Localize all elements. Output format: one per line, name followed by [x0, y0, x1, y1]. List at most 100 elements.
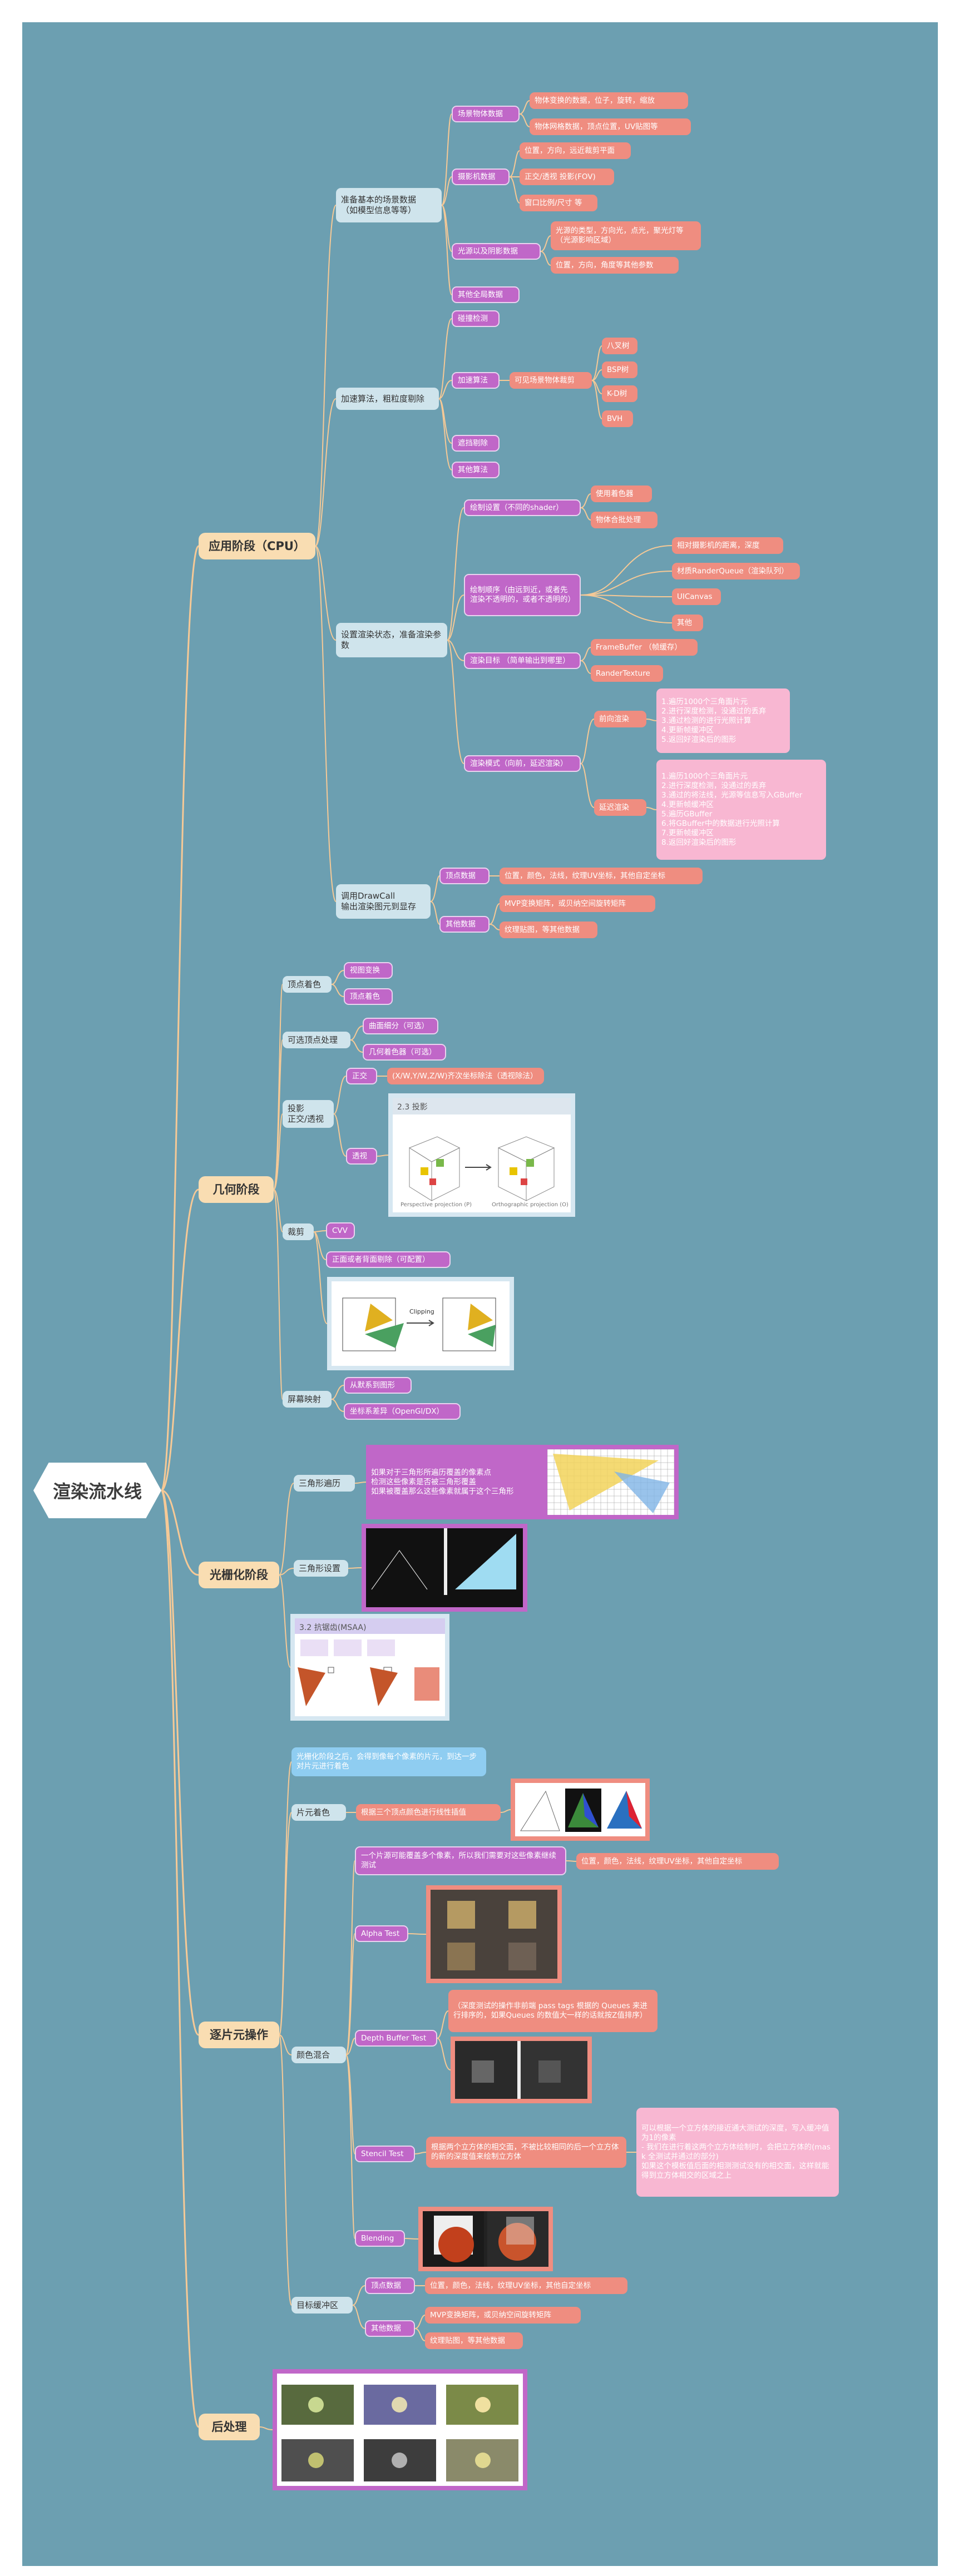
node-vertex-shading[interactable]: 顶点着色	[283, 976, 332, 993]
node-visible-culling[interactable]: 可见场景物体裁剪	[510, 372, 592, 389]
node-bsp-tree[interactable]: BSP树	[602, 361, 637, 378]
node-color-interp[interactable]: 根据三个顶点颜色进行线性插值	[356, 1804, 501, 1821]
node-other-global-data[interactable]: 其他全局数据	[452, 286, 520, 303]
node-bvh[interactable]: BVH	[602, 410, 633, 427]
node-screen-mapping[interactable]: 屏幕映射	[283, 1391, 332, 1408]
node-clipping[interactable]: 裁剪	[283, 1223, 314, 1240]
connector-node-application-stage-to-node-drawcall	[315, 546, 337, 902]
clipping-title: Clipping	[409, 1308, 434, 1315]
node-forward-steps[interactable]: 1.遍历1000个三角面片元 2.进行深度检测，没通过的丢弃 3.通过检测的进行…	[656, 688, 790, 753]
node-projection[interactable]: 投影 正交/透视	[283, 1100, 334, 1128]
node-occlusion-culling[interactable]: 遮挡剔除	[452, 435, 500, 452]
node-render-mode[interactable]: 渲染模式（向前，延迟渲染）	[464, 755, 581, 772]
node-fb-texture-data[interactable]: 纹理贴图，等其他数据	[425, 2332, 523, 2349]
connector-node-raster-stage-to-image-msaa	[279, 1574, 291, 1668]
node-camera-data[interactable]: 摄影机数据	[452, 169, 510, 185]
node-color-blending[interactable]: 颜色混合	[291, 2047, 346, 2063]
node-geometry-stage[interactable]: 几何阶段	[199, 1176, 274, 1203]
node-tessellation[interactable]: 曲面细分（可选）	[363, 1018, 438, 1034]
node-texture-data[interactable]: 纹理贴图，等其他数据	[500, 922, 597, 938]
node-camera-position[interactable]: 位置，方向，远近裁剪平面	[520, 142, 631, 159]
node-blending[interactable]: Blending	[355, 2230, 405, 2247]
node-uicanvas[interactable]: UICanvas	[672, 588, 721, 605]
connector-node-render-mode-to-node-deferred-rendering	[580, 763, 595, 808]
node-other-algo[interactable]: 其他算法	[452, 462, 500, 478]
node-cvv[interactable]: CVV	[326, 1222, 355, 1239]
node-optional-vertex[interactable]: 可选顶点处理	[283, 1032, 350, 1048]
node-collision[interactable]: 碰撞检测	[452, 310, 500, 327]
node-triangle-setup[interactable]: 三角形设置	[294, 1560, 348, 1577]
connector-node-render-target-to-node-rendertexture	[580, 660, 591, 674]
node-raster-stage[interactable]: 光栅化阶段	[199, 1562, 279, 1588]
node-application-stage[interactable]: 应用阶段（CPU）	[199, 533, 315, 559]
node-pixel-test[interactable]: 一个片源可能覆盖多个像素，所以我们需要对这些像素继续测试	[355, 1846, 566, 1875]
node-octree[interactable]: 八叉树	[602, 338, 637, 354]
connector-node-render-state-to-node-draw-settings	[447, 507, 464, 641]
node-fb-other-data[interactable]: 其他数据	[365, 2320, 415, 2337]
node-perspective[interactable]: 透视	[346, 1148, 377, 1165]
node-rendertexture[interactable]: RanderTexture	[591, 665, 663, 682]
node-stencil-desc[interactable]: 根据两个立方体的相交面，不被比较相同的后一个立方体的新的深度值来绘制立方体	[426, 2137, 626, 2168]
image-clipping: Clipping	[327, 1277, 514, 1370]
node-forward-rendering[interactable]: 前向渲染	[594, 711, 646, 727]
node-vertex-attributes[interactable]: 位置，颜色，法线，纹理UV坐标，其他自定坐标	[500, 868, 703, 884]
node-framebuffer[interactable]: FrameBuffer （帧缓存）	[591, 639, 698, 656]
node-other-data[interactable]: 其他数据	[439, 916, 490, 933]
node-draw-order[interactable]: 绘制顺序（由远到近，或者先渲染不透明的，或者不透明的）	[464, 574, 581, 616]
node-draw-settings[interactable]: 绘制设置（不同的shader）	[464, 499, 581, 516]
node-kd-tree[interactable]: K-D树	[602, 385, 637, 402]
node-vertex-data[interactable]: 顶点数据	[439, 868, 490, 884]
node-face-culling[interactable]: 正面或者背面剔除（可配置）	[326, 1251, 451, 1268]
node-order-other[interactable]: 其他	[672, 615, 703, 631]
node-light-params[interactable]: 位置，方向，角度等其他参数	[551, 257, 679, 274]
node-stencil-test[interactable]: Stencil Test	[355, 2146, 415, 2162]
node-deferred-rendering[interactable]: 延迟渲染	[594, 799, 646, 816]
node-coord-diff[interactable]: 坐标系差异（OpenGl/DX）	[344, 1403, 461, 1420]
node-orthographic[interactable]: 正交	[346, 1068, 377, 1084]
node-render-target[interactable]: 渲染目标 （简单输出到哪里）	[464, 652, 581, 669]
node-object-transform[interactable]: 物体变换的数据，位子，旋转，缩放	[530, 92, 688, 109]
node-stencil-detail[interactable]: 可以根据一个立方体的接近通大测试的深度，写入缓冲值为1的像素 - 我们在进行着这…	[636, 2108, 839, 2197]
node-light-shadow[interactable]: 光源以及阴影数据	[452, 243, 541, 260]
node-deferred-steps[interactable]: 1.遍历1000个三角面片元 2.进行深度检测，没通过的丢弃 3.通过的将法线，…	[656, 760, 826, 860]
node-geometry-shader[interactable]: 几何着色器（可选）	[363, 1044, 446, 1061]
node-acceleration[interactable]: 加速算法，粗粒度剔除	[336, 388, 439, 410]
node-traversal-desc[interactable]: 如果对于三角形所遍历覆盖的像素点 检测这些像素是否被三角形覆盖 如果被覆盖那么这…	[371, 1468, 514, 1496]
node-batching[interactable]: 物体合批处理	[591, 512, 658, 528]
depth-test-illustration	[455, 2041, 587, 2099]
node-depth-test[interactable]: Depth Buffer Test	[355, 2030, 437, 2047]
alpha-test-illustration	[431, 1890, 557, 1979]
node-pixel-attributes[interactable]: 位置，颜色，法线，纹理UV坐标，其他自定坐标	[576, 1853, 779, 1870]
node-accel-algo[interactable]: 加速算法	[452, 372, 500, 389]
node-camera-projection[interactable]: 正交/透视 投影(FOV)	[520, 169, 614, 185]
node-alpha-test[interactable]: Alpha Test	[355, 1925, 408, 1942]
node-fb-mvp-matrix[interactable]: MVP变换矩阵，或贝纳空间旋转矩阵	[425, 2307, 581, 2324]
node-view-transform[interactable]: 视图变换	[344, 962, 393, 979]
node-fragment-intro[interactable]: 光栅化阶段之后，会得到像每个像素的片元，到达一步对片元进行着色	[291, 1747, 486, 1776]
node-perspective-divide[interactable]: (X/W,Y/W,Z/W)齐次坐标除法（透视除法）	[387, 1068, 544, 1084]
node-light-type[interactable]: 光源的类型，方向光，点光，聚光灯等（光源影响区域）	[551, 221, 701, 250]
node-triangle-traversal[interactable]: 三角形遍历	[294, 1475, 355, 1492]
node-use-shader[interactable]: 使用着色器	[591, 486, 652, 502]
node-fb-vertex-attributes[interactable]: 位置，颜色，法线，纹理UV坐标，其他自定坐标	[425, 2277, 627, 2294]
node-mvp-matrix[interactable]: MVP变换矩阵，或贝纳空间旋转矩阵	[500, 895, 655, 912]
root-node[interactable]: 渲染流水线	[33, 1463, 161, 1518]
node-render-queue[interactable]: 材质RanderQueue（渲染队列）	[672, 563, 800, 579]
node-drawcall[interactable]: 调用DrawCall 输出渲染图元到显存	[336, 884, 431, 919]
node-post-processing[interactable]: 后处理	[199, 2414, 260, 2440]
node-camera-window[interactable]: 窗口比例/尺寸 等	[520, 195, 597, 211]
node-fragment-stage[interactable]: 逐片元操作	[199, 2022, 279, 2048]
node-fragment-shading[interactable]: 片元着色	[291, 1804, 346, 1821]
node-scene-object-data[interactable]: 场景物体数据	[452, 106, 520, 122]
node-object-mesh[interactable]: 物体网格数据，顶点位置，UV贴图等	[530, 118, 691, 135]
node-render-state[interactable]: 设置渲染状态，准备渲染参数	[336, 623, 447, 657]
connector-node-color-blending-to-node-alpha-test	[345, 1933, 355, 2055]
node-depth-test-desc[interactable]: （深度测试的操作非前端 pass tags 根据的 Queues 来进行排序的，…	[448, 1990, 658, 2032]
node-scene-data[interactable]: 准备基本的场景数据 （如模型信息等等）	[336, 188, 442, 222]
node-fb-vertex-data[interactable]: 顶点数据	[365, 2277, 415, 2294]
node-vertex-color[interactable]: 顶点着色	[344, 988, 393, 1005]
node-coord-to-screen[interactable]: 从默系到图形	[344, 1377, 412, 1394]
node-target-buffer[interactable]: 目标缓冲区	[291, 2297, 353, 2314]
node-camera-distance[interactable]: 相对摄影机的距离，深度	[672, 537, 783, 554]
connector-node-geometry-stage-to-node-screen-mapping	[273, 1189, 283, 1400]
